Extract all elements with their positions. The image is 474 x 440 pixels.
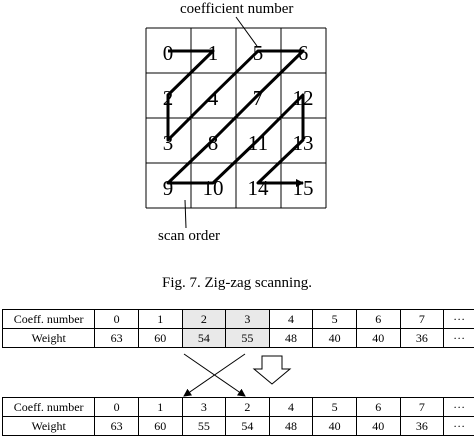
weight-cell: 48 bbox=[268, 328, 314, 348]
grid-number: 13 bbox=[293, 131, 314, 155]
table-row-weight: Weight 63 60 55 54 48 40 40 36 ··· bbox=[1, 416, 474, 436]
grid-number: 0 bbox=[163, 41, 174, 65]
row-header-coeff-number: Coeff. number bbox=[1, 309, 96, 329]
ellipsis-cell: ··· bbox=[443, 309, 474, 329]
weight-cell: 36 bbox=[399, 328, 445, 348]
weight-cell: 40 bbox=[312, 328, 357, 348]
weight-table-after: Coeff. number 0 1 3 2 4 5 6 7 ··· Weight… bbox=[1, 397, 474, 436]
row-header-weight: Weight bbox=[1, 328, 96, 348]
row-header-weight: Weight bbox=[1, 416, 96, 436]
coeff-cell: 6 bbox=[355, 397, 401, 417]
grid-number: 8 bbox=[208, 131, 219, 155]
coefficient-number-leader-line bbox=[235, 16, 258, 47]
weight-cell: 36 bbox=[399, 416, 445, 436]
weight-cell: 40 bbox=[355, 328, 401, 348]
coeff-cell: 4 bbox=[268, 397, 314, 417]
table-row-weight: Weight 63 60 54 55 48 40 40 36 ··· bbox=[1, 328, 474, 348]
coeff-cell: 7 bbox=[399, 309, 445, 329]
coeff-cell: 2 bbox=[225, 397, 270, 417]
weight-table-before: Coeff. number 0 1 2 3 4 5 6 7 ··· Weight… bbox=[1, 309, 474, 348]
weight-cell: 54 bbox=[225, 416, 270, 436]
coeff-cell: 7 bbox=[399, 397, 445, 417]
coefficient-number-label: coefficient number bbox=[180, 1, 294, 17]
coeff-cell: 0 bbox=[94, 309, 139, 329]
grid-number: 9 bbox=[163, 176, 174, 200]
scan-order-leader-line bbox=[184, 199, 187, 229]
table-row-coeff-number: Coeff. number 0 1 2 3 4 5 6 7 ··· bbox=[1, 309, 474, 329]
grid-number: 3 bbox=[163, 131, 174, 155]
swap-cross-line-2 bbox=[183, 353, 246, 397]
grid-number: 4 bbox=[208, 86, 219, 110]
weight-cell: 40 bbox=[355, 416, 401, 436]
weight-cell: 60 bbox=[137, 328, 183, 348]
ellipsis-cell: ··· bbox=[443, 397, 474, 417]
grid-number: 7 bbox=[253, 86, 264, 110]
coeff-cell: 1 bbox=[137, 397, 183, 417]
coeff-cell-highlighted: 2 bbox=[181, 309, 227, 329]
table-row-coeff-number: Coeff. number 0 1 3 2 4 5 6 7 ··· bbox=[1, 397, 474, 417]
weight-cell: 40 bbox=[312, 416, 357, 436]
weight-cell-highlighted: 55 bbox=[225, 328, 270, 348]
coeff-cell: 5 bbox=[312, 309, 357, 329]
weight-cell: 60 bbox=[137, 416, 183, 436]
weight-cell: 55 bbox=[181, 416, 227, 436]
coeff-cell-highlighted: 3 bbox=[225, 309, 270, 329]
row-header-coeff-number: Coeff. number bbox=[1, 397, 96, 417]
zigzag-scan-path bbox=[166, 49, 305, 187]
grid-number: 14 bbox=[248, 176, 270, 200]
figure-caption: Fig. 7. Zig-zag scanning. bbox=[162, 275, 312, 291]
grid-number: 10 bbox=[203, 176, 224, 200]
coeff-cell: 0 bbox=[94, 397, 139, 417]
coeff-cell: 4 bbox=[268, 309, 314, 329]
coeff-cell: 3 bbox=[181, 397, 227, 417]
scan-order-label: scan order bbox=[158, 228, 221, 244]
ellipsis-cell: ··· bbox=[443, 416, 474, 436]
weight-cell: 48 bbox=[268, 416, 314, 436]
grid-number: 15 bbox=[293, 176, 314, 200]
coeff-cell: 6 bbox=[355, 309, 401, 329]
coeff-cell: 5 bbox=[312, 397, 357, 417]
weight-cell: 63 bbox=[94, 416, 139, 436]
weight-cell: 63 bbox=[94, 328, 139, 348]
weight-cell-highlighted: 54 bbox=[181, 328, 227, 348]
ellipsis-cell: ··· bbox=[443, 328, 474, 348]
down-arrow-icon bbox=[252, 355, 292, 385]
coeff-cell: 1 bbox=[137, 309, 183, 329]
